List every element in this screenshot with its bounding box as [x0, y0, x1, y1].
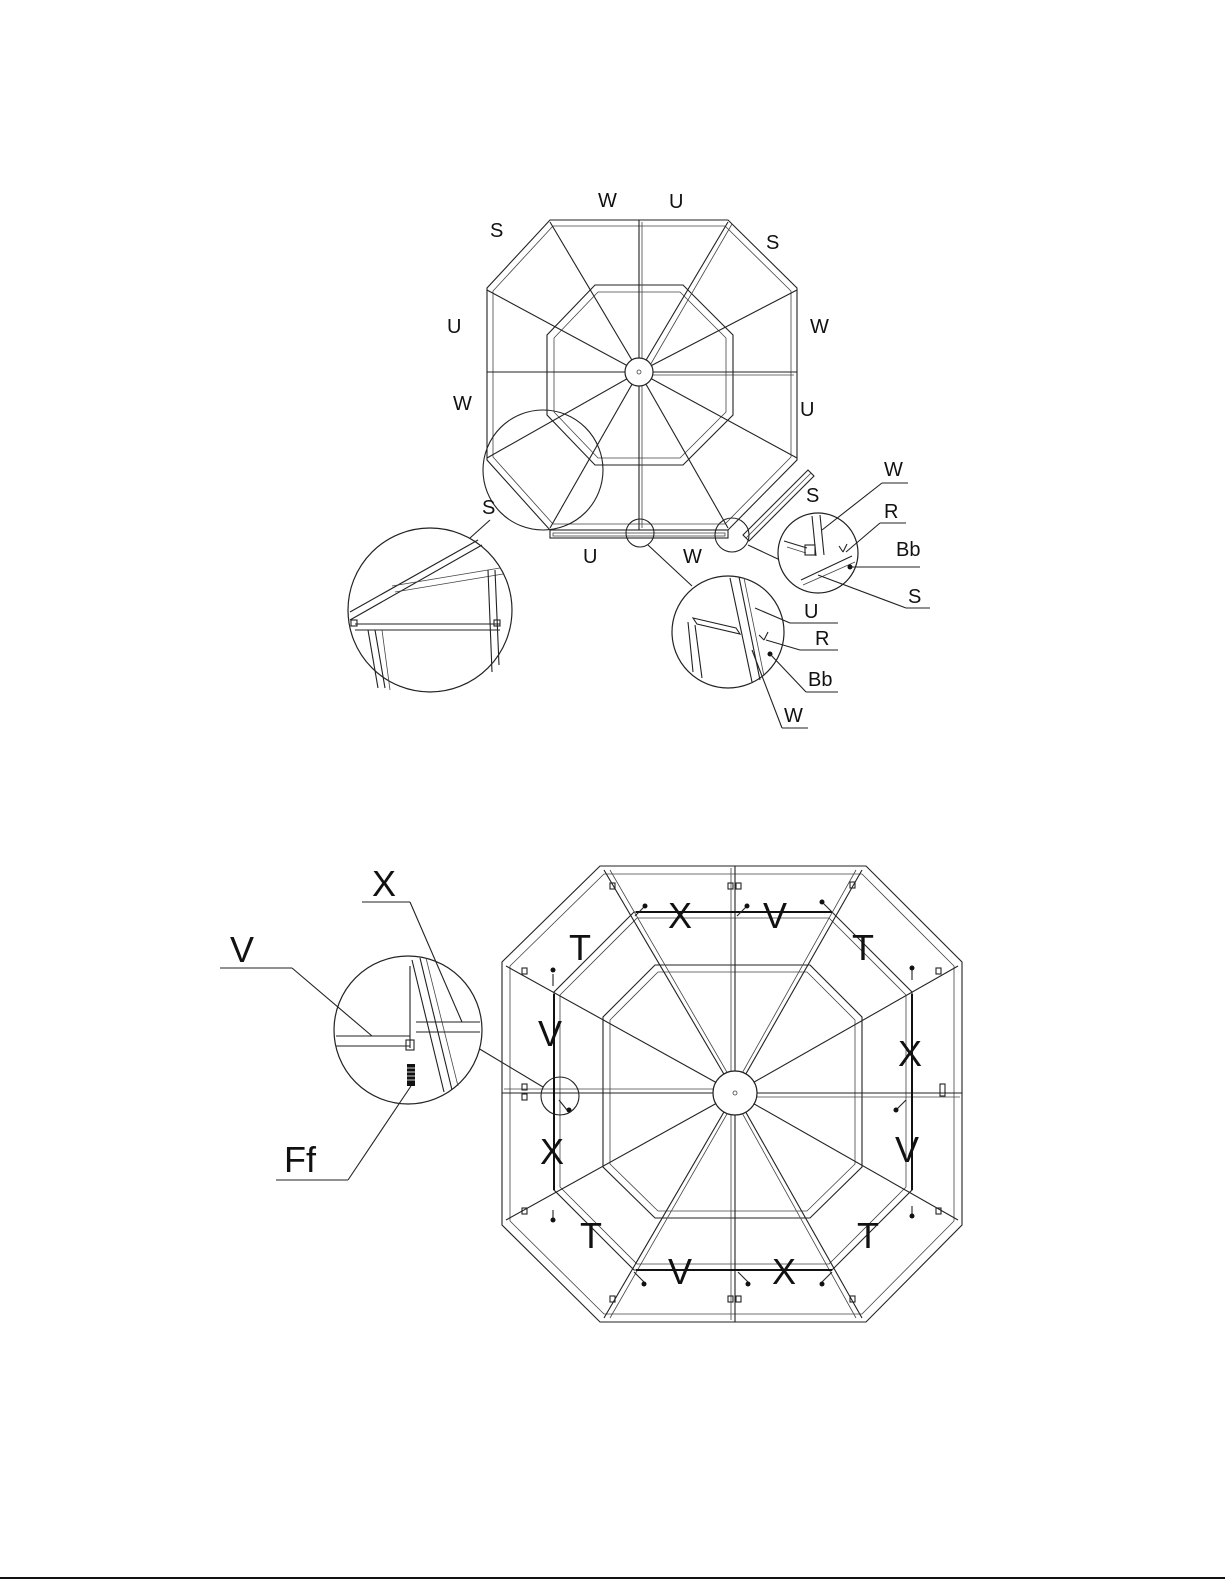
label-T: T [852, 927, 874, 968]
top-detail-marker-left [483, 410, 603, 530]
label-S: S [766, 232, 779, 254]
label-U: U [800, 399, 814, 421]
label-X: X [540, 1131, 564, 1172]
label-R: R [815, 628, 829, 650]
label-W: W [453, 393, 472, 415]
label-U: U [669, 191, 683, 213]
top-detail-bottom-magnifier [672, 576, 838, 728]
label-X: X [898, 1033, 922, 1074]
bottom-center-hub [713, 1071, 757, 1115]
bottom-detail-magnifier [334, 956, 482, 1104]
top-detail-marker-right [715, 518, 749, 552]
top-roof-frame-diagram: W U S S U W W U S U W W S R Bb S U R Bb … [348, 190, 930, 728]
label-U: U [447, 316, 461, 338]
top-detail-bottom-labels: U R Bb W [784, 601, 832, 727]
label-T: T [857, 1215, 879, 1256]
label-V: V [538, 1013, 562, 1054]
label-V: V [895, 1129, 919, 1170]
bottom-frame-diagram: X V T T V X X V T T V X X V Ff [220, 863, 962, 1322]
label-X: X [772, 1251, 796, 1292]
label-W: W [683, 546, 702, 568]
top-detail-left-magnifier [348, 528, 512, 692]
label-Ff: Ff [284, 1139, 317, 1180]
label-V: V [668, 1251, 692, 1292]
label-W: W [884, 459, 903, 481]
label-T: T [580, 1215, 602, 1256]
label-U: U [583, 546, 597, 568]
label-S: S [490, 220, 503, 242]
label-W: W [598, 190, 617, 212]
label-V: V [230, 929, 254, 970]
label-X: X [372, 863, 396, 904]
top-center-hub [625, 358, 653, 386]
label-R: R [884, 501, 898, 523]
label-X: X [668, 895, 692, 936]
label-S: S [806, 485, 819, 507]
label-U: U [804, 601, 818, 623]
label-Bb: Bb [808, 669, 832, 691]
label-W: W [810, 316, 829, 338]
label-W: W [784, 705, 803, 727]
label-V: V [763, 895, 787, 936]
label-Bb: Bb [896, 539, 920, 561]
label-S: S [908, 586, 921, 608]
label-S: S [482, 497, 495, 519]
label-T: T [569, 927, 591, 968]
